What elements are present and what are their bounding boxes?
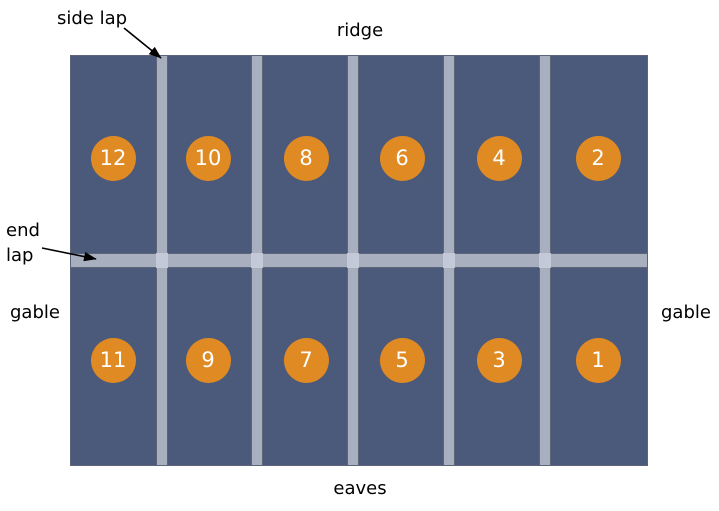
label-side-lap: side lap [57, 8, 128, 29]
sheet-badge-6[interactable]: 6 [379, 135, 425, 181]
lap-crossing-2 [251, 253, 263, 268]
label-gable-left: gable [10, 302, 60, 323]
label-end-lap-line2: lap [6, 245, 34, 266]
sheet-badge-5[interactable]: 5 [379, 337, 425, 383]
sheet-badge-3[interactable]: 3 [476, 337, 522, 383]
sheet-badge-2[interactable]: 2 [575, 135, 621, 181]
end-lap-band [70, 253, 648, 268]
label-eaves: eaves [333, 478, 387, 499]
sheet-badge-10[interactable]: 10 [185, 135, 231, 181]
lap-crossing-1 [156, 253, 168, 268]
sheet-badge-8[interactable]: 8 [283, 135, 329, 181]
sheet-badge-4[interactable]: 4 [476, 135, 522, 181]
lap-crossing-3 [347, 253, 359, 268]
label-ridge: ridge [336, 20, 384, 41]
side-lap-arrow [123, 27, 162, 59]
label-gable-right: gable [661, 302, 711, 323]
sheet-badge-1[interactable]: 1 [575, 337, 621, 383]
lap-crossing-4 [443, 253, 455, 268]
sheet-badge-7[interactable]: 7 [283, 337, 329, 383]
lap-crossing-5 [539, 253, 551, 268]
roof-surface: 12 10 8 6 4 2 11 9 7 5 3 1 [70, 55, 648, 466]
sheet-badge-12[interactable]: 12 [90, 135, 136, 181]
sheet-badge-11[interactable]: 11 [90, 337, 136, 383]
sheet-badge-9[interactable]: 9 [185, 337, 231, 383]
label-end-lap-line1: end [6, 220, 40, 241]
